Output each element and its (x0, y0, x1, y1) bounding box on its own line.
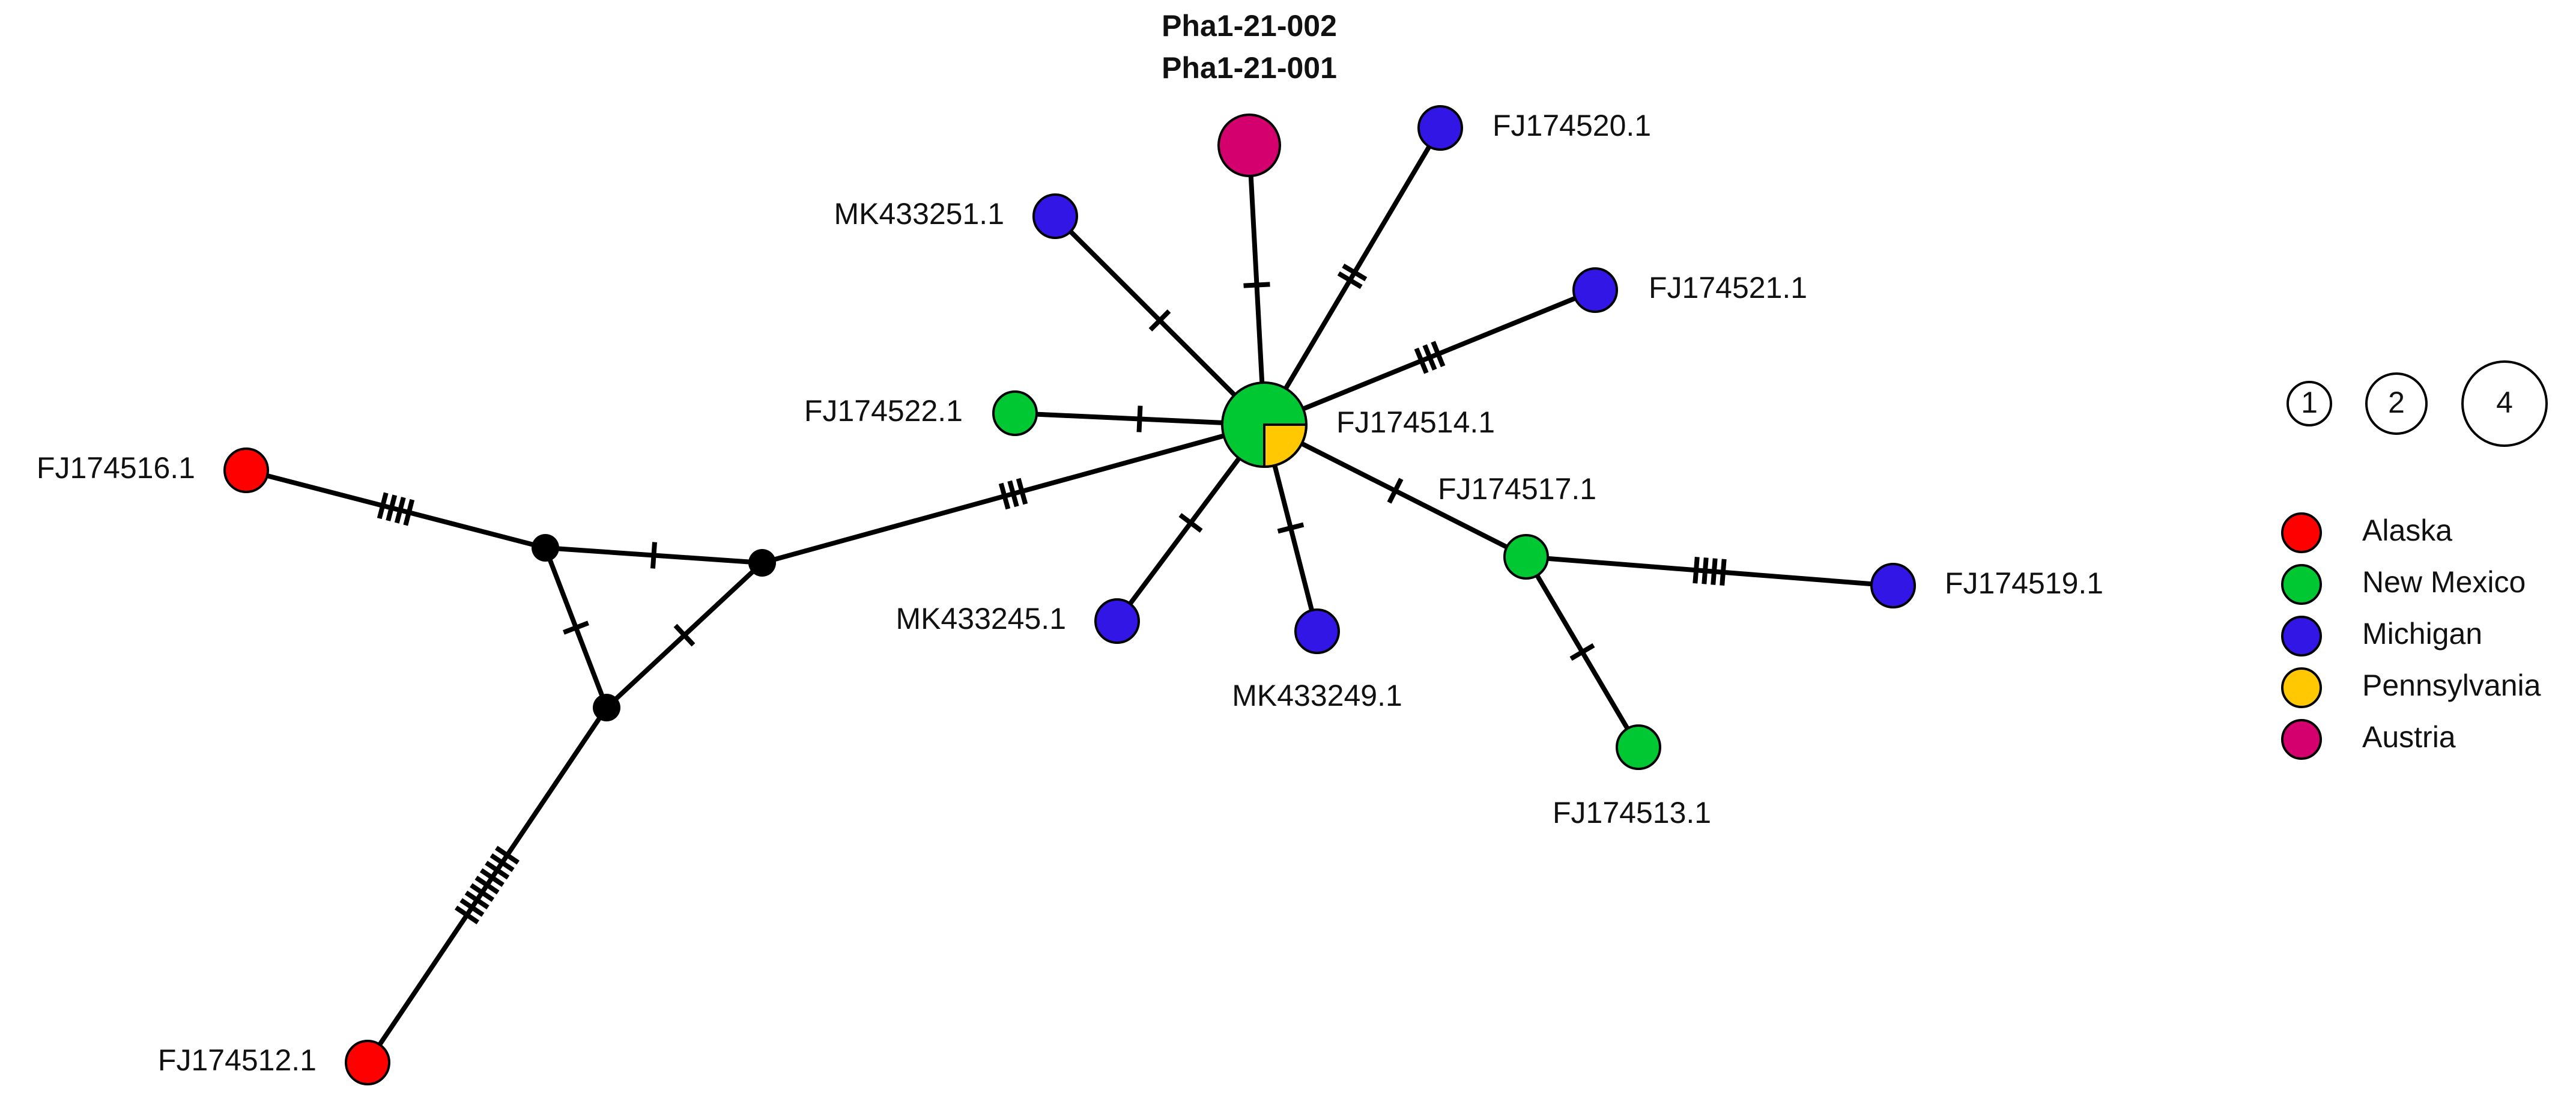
mutation-tick (1016, 478, 1028, 505)
mutation-tick (1711, 558, 1718, 585)
legend-swatch-pennsylvania (2281, 667, 2322, 708)
mutation-tick (1422, 344, 1437, 371)
haplotype-node-fj174521 (1572, 267, 1618, 313)
mutation-tick (1720, 559, 1727, 586)
legend-label-austria: Austria (2362, 720, 2456, 754)
mutation-tick (474, 875, 500, 895)
mutation-tick (495, 846, 520, 865)
mutation-tick (998, 482, 1011, 510)
haplotype-node-center (1221, 381, 1308, 469)
size-scale-label-4: 4 (2496, 386, 2513, 419)
haplotype-node-mk433251 (1032, 193, 1078, 239)
node-outline (1221, 381, 1308, 468)
mutation-tick (394, 497, 406, 524)
haplotype-node-austria (1217, 114, 1281, 177)
node-label-austria-line-0: Pha1-21-002 (1162, 9, 1337, 43)
mutation-tick (1178, 513, 1203, 533)
mutation-tick (1569, 643, 1595, 661)
haplotype-node-fj174520 (1417, 105, 1463, 151)
haplotype-node-fj174522 (992, 390, 1038, 436)
mutation-tick (1414, 347, 1429, 374)
node-label-fj174516: FJ174516.1 (37, 451, 195, 485)
node-label-mk433251: MK433251.1 (834, 197, 1004, 231)
size-scale-circle-1 (2287, 381, 2332, 426)
legend-label-alaska: Alaska (2362, 514, 2452, 547)
haplotype-node-fj174517 (1503, 534, 1549, 580)
node-label-fj174513: FJ174513.1 (1553, 796, 1711, 830)
mutation-tick (1342, 263, 1368, 282)
edges-layer (245, 126, 1894, 1064)
node-label-fj174521: FJ174521.1 (1649, 271, 1807, 305)
legend-label-michigan: Michigan (2362, 617, 2482, 651)
median-vector-node (748, 549, 776, 577)
mutation-tick (1148, 309, 1171, 332)
mutation-tick (563, 620, 589, 635)
haplotype-node-mk433245 (1094, 598, 1140, 644)
mutation-tick (1337, 271, 1363, 290)
node-label-center: FJ174514.1 (1336, 405, 1495, 439)
size-scale-circle-4 (2461, 360, 2548, 447)
size-scale-circle-2 (2365, 372, 2428, 435)
mutation-tick (1136, 405, 1143, 432)
haplotype-node-fj174513 (1616, 724, 1661, 770)
haplotype-node-fj174519 (1870, 563, 1916, 608)
node-label-mk433245: MK433245.1 (896, 602, 1066, 635)
haplotype-node-fj174516 (223, 447, 269, 493)
mutation-tick (386, 494, 398, 521)
mutation-tick (1693, 556, 1700, 584)
mutation-tick (1277, 522, 1305, 534)
legend-label-new_mexico: New Mexico (2362, 565, 2526, 599)
mutation-ticks-layer (377, 263, 1727, 924)
mutation-tick (673, 623, 696, 647)
mutation-tick (455, 905, 479, 924)
node-label-fj174522: FJ174522.1 (804, 394, 963, 428)
legend-swatch-new_mexico (2281, 564, 2322, 605)
haplotype-node-mk433249 (1294, 608, 1340, 654)
mutation-tick (1702, 557, 1709, 584)
legend-swatch-michigan (2281, 616, 2322, 657)
node-label-fj174517: FJ174517.1 (1438, 472, 1596, 506)
median-vector-node (593, 694, 620, 721)
mutation-tick (1431, 341, 1446, 368)
median-vector-node (532, 534, 559, 562)
haplotype-node-fj174512 (345, 1040, 390, 1085)
node-label-mk433249: MK433249.1 (1232, 679, 1402, 712)
legend-swatch-alaska (2281, 512, 2322, 553)
legend-label-pennsylvania: Pennsylvania (2362, 669, 2541, 702)
nodes-layer (223, 105, 1916, 1085)
legend-swatch-austria (2281, 719, 2322, 760)
mutation-tick (489, 853, 515, 872)
node-label-austria-line-1: Pha1-21-001 (1162, 51, 1337, 85)
edge-center-fj174520 (1262, 126, 1443, 426)
mutation-tick (650, 542, 658, 569)
mutation-tick (464, 890, 489, 909)
mutation-tick (403, 499, 415, 526)
size-scale-label-1: 1 (2301, 386, 2318, 419)
mutation-tick (479, 868, 505, 887)
mutation-tick (459, 898, 485, 917)
mutation-tick (470, 883, 495, 902)
mutation-tick (1387, 478, 1404, 504)
node-label-fj174519: FJ174519.1 (1945, 566, 2103, 600)
node-labels-layer: FJ174514.1 Pha1-21-002Pha1-21-001FJ174520… (37, 9, 2103, 1077)
size-scale: 1 2 4 (2287, 360, 2548, 447)
mutation-tick (485, 861, 510, 880)
node-label-fj174512: FJ174512.1 (158, 1043, 317, 1077)
mutation-tick (377, 492, 389, 520)
mutation-tick (1007, 480, 1019, 508)
mutation-tick (1243, 282, 1270, 288)
edge-fj174517-fj174519 (1526, 554, 1894, 588)
node-label-fj174520: FJ174520.1 (1493, 109, 1651, 142)
size-scale-label-2: 2 (2388, 386, 2405, 419)
edge-mv1-fj174516 (245, 468, 547, 550)
